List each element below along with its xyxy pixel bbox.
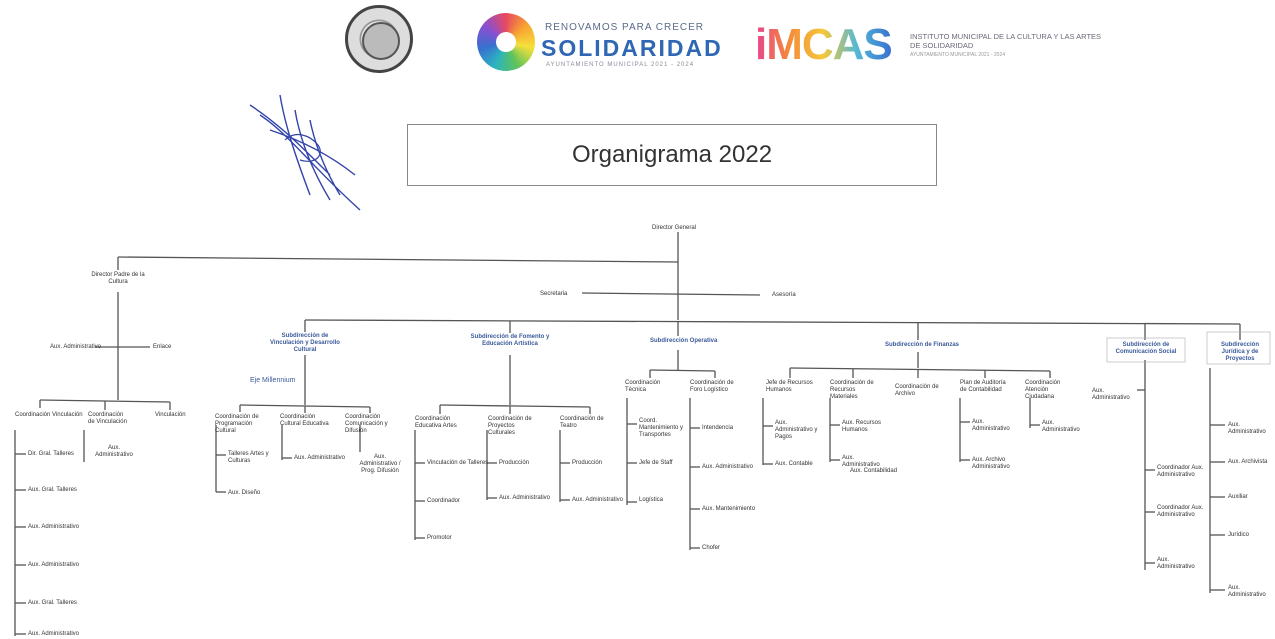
node-sub2-leaf-3: Promotor	[427, 535, 452, 541]
node-sub2-leaf-5: Aux. Administrativo	[499, 495, 551, 501]
node-sub4-leaf-7: Aux. Administrativo	[1042, 420, 1080, 433]
solidaridad-logo-icon	[477, 13, 535, 71]
node-sub1-leaf-3: Aux. Administrativo	[294, 455, 346, 461]
node-sub6-leaf-3: Auxiliar	[1228, 494, 1248, 500]
node-sub4-leaf-1: Aux. Administrativo y Pagos	[775, 420, 818, 440]
node-sub2-child-1: Coordinación Educativa Artes	[415, 416, 457, 429]
node-sub1-leaf-4: Aux. Administrativo / Prog. Difusión	[359, 454, 401, 474]
imcas-subtext: AYUNTAMIENTO MUNICIPAL 2021 - 2024	[910, 52, 1006, 58]
node-sub4-child-5: Coordinación Atención Ciudadana	[1025, 380, 1061, 400]
node-sub4-leaf-6: Aux. Archivo Administrativo	[972, 457, 1010, 470]
node-sub2-child-2: Coordinación de Proyectos Culturales	[488, 416, 532, 436]
node-left-sub-2: Coordinación de Vinculación	[88, 412, 127, 425]
node-enlace: Enlace	[153, 344, 172, 350]
node-sub4-leaf-3: Aux. Recursos Humanos	[842, 420, 882, 433]
list-item: Aux. Administrativo	[28, 524, 80, 530]
node-aux-admin-middle: Aux. Administrativo	[95, 445, 133, 458]
node-secretaria: Secretaria	[540, 291, 568, 297]
page-title: Organigrama 2022	[571, 141, 773, 168]
solidaridad-logo-text: SOLIDARIDAD	[541, 35, 723, 61]
node-sub6-leaf-4: Jurídico	[1228, 532, 1250, 538]
node-sub3-child-2: Coordinación de Foro Logístico	[690, 380, 734, 393]
node-left-sub-3: Vinculación	[155, 412, 186, 418]
node-sub4-child-4: Plan de Auditoría de Contabilidad	[960, 380, 1006, 393]
node-sub3-leaf-2: Jefe de Staff	[639, 460, 673, 466]
node-sub5-leaf-3: Coordinador Aux. Administrativo	[1157, 505, 1204, 518]
node-director: Director General	[652, 225, 697, 231]
node-sub2-leaf-1: Vinculación de Talleres	[427, 460, 489, 466]
node-left-sub-1: Coordinación Vinculación	[15, 412, 83, 418]
node-sub4-leaf-8: Aux. Contabilidad	[850, 468, 898, 474]
solidaridad-subtext: AYUNTAMIENTO MUNICIPAL 2021 - 2024	[546, 62, 695, 68]
node-sub1: Subdirección de Vinculación y Desarrollo…	[270, 333, 340, 353]
node-sub1-leaf-1: Talleres Artes y Culturas	[228, 451, 269, 464]
municipal-seal-icon	[345, 5, 413, 73]
node-sub2: Subdirección de Fomento y Educación Artí…	[470, 334, 550, 347]
node-sub1-child-3: Coordinación Comunicación y Difusión	[345, 414, 388, 434]
node-sub6-leaf-1: Aux. Administrativo	[1228, 422, 1266, 435]
node-sub4-leaf-2: Aux. Contable	[775, 461, 813, 467]
list-item: Aux. Administrativo	[28, 562, 80, 568]
node-sub6-leaf-2: Aux. Archivista	[1228, 459, 1268, 465]
node-sub2-leaf-7: Aux. Administrativo	[572, 497, 624, 503]
node-sub5-leaf-4: Aux. Administrativo	[1157, 557, 1195, 570]
node-sub4: Subdirección de Finanzas	[885, 342, 960, 348]
node-sub3-child-1: Coordinación Técnica	[625, 380, 661, 393]
node-sub6: Subdirección Jurídica y de Proyectos	[1220, 342, 1259, 362]
node-sub1-child-1: Coordinación de Programación Cultural	[215, 414, 259, 434]
node-sub1-child-2: Coordinación Cultural Educativa	[280, 414, 329, 427]
node-sub5-leaf-1: Aux. Administrativo	[1092, 388, 1130, 401]
node-sub2-leaf-4: Producción	[499, 460, 530, 466]
node-sub3-leaf-4: Intendencia	[702, 425, 734, 431]
title-box: Organigrama 2022	[407, 124, 937, 186]
node-sub4-leaf-5: Aux. Administrativo	[972, 419, 1010, 432]
node-sub3-leaf-1: Coord. Mantenimiento y Transportes	[639, 418, 684, 438]
node-left-branch: Director Padre de la Cultura	[91, 272, 145, 285]
node-sub1-blue: Eje Millennium	[250, 377, 296, 384]
list-item: Aux. Administrativo	[28, 631, 80, 637]
node-sub3-leaf-3: Logística	[639, 497, 664, 503]
imcas-institute-name: INSTITUTO MUNICIPAL DE LA CULTURA Y LAS …	[910, 32, 1102, 50]
node-sub2-child-3: Coordinación de Teatro	[560, 416, 604, 429]
node-sub2-leaf-6: Producción	[572, 460, 603, 466]
node-sub4-child-1: Jefe de Recursos Humanos	[766, 380, 813, 393]
list-item: Aux. Gral. Talleres	[28, 600, 77, 606]
node-sub1-leaf-2: Aux. Diseño	[228, 490, 261, 496]
node-sub6-leaf-5: Aux. Administrativo	[1228, 585, 1266, 598]
node-sub3-leaf-6: Aux. Mantenimiento	[702, 506, 756, 512]
node-sub3-leaf-7: Chofer	[702, 545, 721, 551]
node-aux-admin-left: Aux. Administrativo	[50, 344, 102, 350]
node-sub2-leaf-2: Coordinador	[427, 498, 461, 504]
node-sub5: Subdirección de Comunicación Social	[1115, 342, 1177, 355]
imcas-logo-text: iMCAS	[755, 20, 893, 69]
node-sub4-child-2: Coordinación de Recursos Materiales	[830, 380, 874, 400]
handwritten-signature	[249, 94, 361, 211]
node-sub3-leaf-5: Aux. Administrativo	[702, 464, 754, 470]
node-sub4-leaf-4: Aux. Administrativo	[842, 455, 880, 468]
node-asesoria: Asesoría	[772, 292, 796, 298]
list-item: Dir. Gral. Talleres	[28, 451, 74, 457]
node-sub3: Subdirección Operativa	[650, 338, 718, 344]
solidaridad-tagline: RENOVAMOS PARA CRECER	[545, 22, 704, 33]
list-item: Aux. Gral. Talleres	[28, 487, 77, 493]
node-sub4-child-3: Coordinación de Archivo	[895, 384, 939, 397]
node-sub5-leaf-2: Coordinador Aux. Administrativo	[1157, 465, 1204, 478]
